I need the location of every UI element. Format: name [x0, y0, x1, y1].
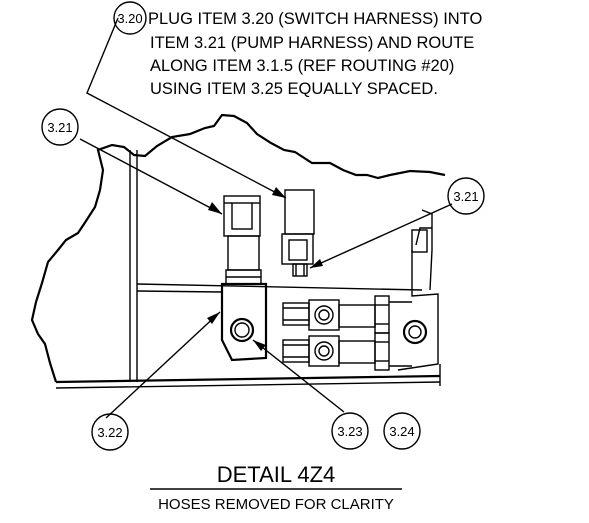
balloon-3-22: 3.22 — [91, 413, 129, 451]
balloon-3-21-left-label: 3.21 — [47, 120, 72, 135]
balloon-3-21-right-label: 3.21 — [453, 189, 478, 204]
break-outline — [30, 113, 446, 383]
balloon-3-23-label: 3.23 — [337, 424, 362, 439]
note-line-3: ALONG ITEM 3.1.5 (REF ROUTING #20) — [150, 57, 454, 75]
note-line-1: PLUG ITEM 3.20 (SWITCH HARNESS) INTO — [148, 10, 482, 28]
balloon-3-21-right: 3.21 — [447, 177, 485, 215]
detail-subtitle: HOSES REMOVED FOR CLARITY — [158, 496, 394, 513]
hose-fittings — [282, 295, 428, 371]
balloon-3-24-label: 3.24 — [389, 424, 414, 439]
balloon-3-20-label: 3.20 — [117, 11, 142, 26]
note-line-2: ITEM 3.21 (PUMP HARNESS) AND ROUTE — [150, 34, 474, 52]
note-line-4: USING ITEM 3.25 EQUALLY SPACED. — [150, 80, 438, 98]
assembly-note: PLUG ITEM 3.20 (SWITCH HARNESS) INTO ITE… — [148, 10, 482, 98]
arrowheads — [207, 187, 323, 351]
housing — [55, 150, 441, 389]
balloon-3-22-label: 3.22 — [97, 425, 122, 440]
balloon-3-24: 3.24 — [383, 412, 421, 450]
pump-harness-connector — [223, 195, 262, 285]
balloon-3-20: 3.20 — [113, 1, 147, 35]
switch-harness-connector — [281, 189, 315, 277]
mounting-block — [220, 282, 268, 362]
detail-title: DETAIL 4Z4 — [217, 462, 336, 487]
balloon-3-23: 3.23 — [331, 412, 369, 450]
leader-lines — [79, 17, 453, 419]
balloon-3-21-left: 3.21 — [41, 108, 79, 146]
